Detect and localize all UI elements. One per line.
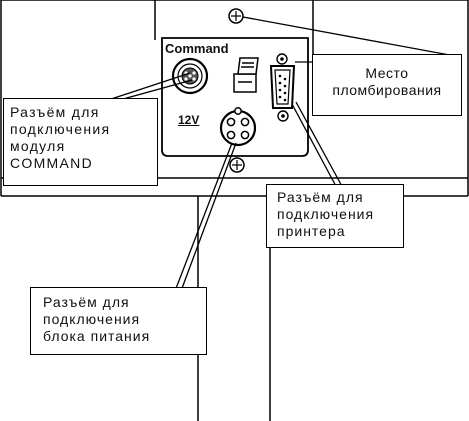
callout-printer-connector: Разъём для подключения принтера [266,184,404,248]
command-connector-icon [171,57,209,95]
printer-connector-icon [269,53,296,122]
printer-icon [233,57,259,93]
bottom-screw-icon [229,157,245,173]
callout-command-module: Разъём для подключения модуля COMMAND [3,98,158,186]
callout-power-connector: Разъём для подключения блока питания [30,287,207,355]
top-seal-screw-icon [228,8,244,24]
device-stand [197,196,271,421]
voltage-panel-label: 12V [178,113,200,127]
command-panel-label: Command [165,41,229,56]
callout-seal-place: Место пломбирования [312,54,462,116]
power-connector-icon [219,107,257,147]
